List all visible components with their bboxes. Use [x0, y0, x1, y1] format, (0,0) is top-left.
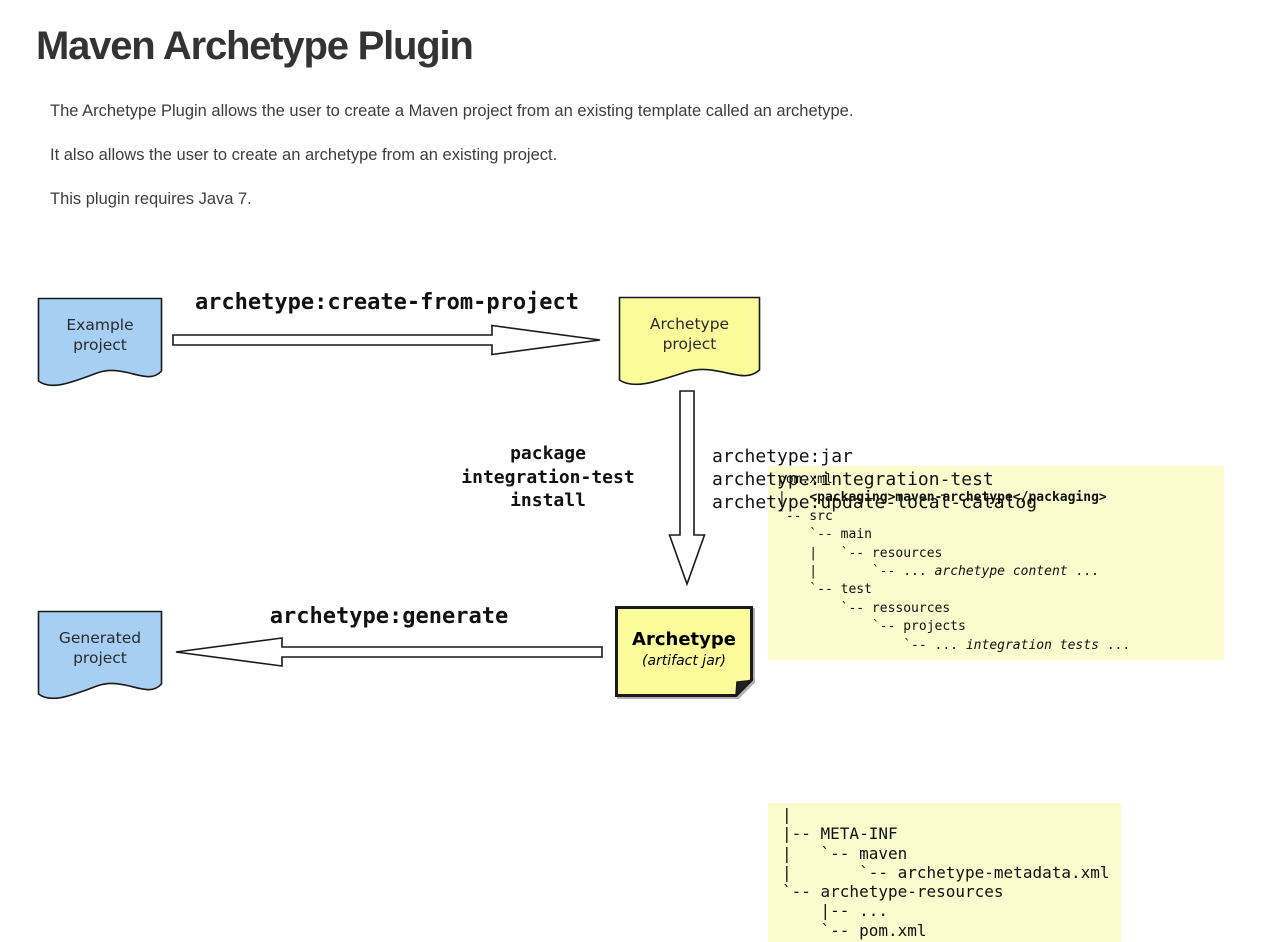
- note-shape: [615, 606, 754, 698]
- artifact-subtitle: (artifact jar): [641, 653, 726, 669]
- tree-line: | `-- archetype-metadata.xml: [782, 862, 1110, 882]
- phase-label: package: [510, 443, 586, 464]
- tree-line: `-- ressources: [778, 600, 951, 616]
- intro-paragraph: The Archetype Plugin allows the user to …: [50, 102, 854, 120]
- archetype-jar-structure-block: ||-- META-INF| `-- maven| `-- archetype-…: [768, 803, 1121, 942]
- node-label: Generated project: [37, 610, 163, 686]
- document-shape: [37, 297, 163, 387]
- archetype-goals: archetype:jar archetype:integration-test…: [712, 445, 1037, 515]
- second-paragraph: It also allows the user to create an arc…: [50, 146, 558, 164]
- node-archetype-artifact: Archetype (artifact jar): [614, 605, 754, 700]
- lifecycle-phases: package integration-test install: [388, 442, 708, 513]
- label-generate: archetype:generate: [269, 604, 509, 629]
- tree-line: `-- projects: [778, 619, 966, 635]
- phase-label: install: [510, 490, 586, 511]
- node-generated-project: Generated project: [37, 610, 163, 703]
- tree-line: `-- archetype-resources: [782, 882, 1004, 902]
- tree-line: | `-- resources: [778, 545, 943, 561]
- tree-line: `-- main: [778, 527, 872, 543]
- tree-line: `-- src: [778, 508, 833, 524]
- document-shape: [37, 610, 163, 700]
- tree-line: pom.xml: [778, 472, 833, 487]
- page-title: Maven Archetype Plugin: [36, 24, 474, 68]
- goal-label: archetype:jar: [712, 446, 853, 467]
- node-label-line: project: [73, 649, 127, 667]
- goal-label: archetype:integration-test: [712, 469, 994, 491]
- node-label-line: project: [73, 336, 127, 354]
- tree-line: `-- pom.xml: [782, 920, 927, 940]
- tree-line: |-- ...: [782, 901, 888, 921]
- arrow-right-icon: [172, 324, 601, 356]
- label-create-from-project: archetype:create-from-project: [194, 290, 580, 315]
- tree-line: | <packaging>maven-archetype</packaging>: [778, 490, 1107, 506]
- node-label-line: Example: [66, 316, 134, 334]
- archetype-project-structure-block: pom.xml | <packaging>maven-archetype</pac…: [768, 466, 1224, 660]
- node-label-line: Archetype: [649, 315, 730, 333]
- node-label: Example project: [37, 297, 163, 373]
- java-requirement-paragraph: This plugin requires Java 7.: [50, 190, 252, 208]
- node-label-line: project: [662, 335, 717, 353]
- tree-line: |: [782, 805, 792, 824]
- node-label: Archetype (artifact jar): [614, 605, 754, 693]
- arrow-down-icon: [668, 390, 706, 586]
- node-example-project: Example project: [37, 297, 163, 390]
- tree-line: `-- test: [778, 582, 872, 598]
- document-shape: [618, 296, 761, 386]
- tree-line: | `-- maven: [782, 843, 908, 863]
- tree-line: `-- ... integration tests ...: [778, 637, 1131, 653]
- artifact-title: Archetype: [632, 629, 736, 650]
- tree-line: | `-- ... archetype content ...: [778, 564, 1099, 580]
- goal-label: archetype:update-local-catalog: [712, 492, 1038, 514]
- arrow-left-icon: [175, 637, 603, 667]
- phase-label: integration-test: [461, 466, 635, 488]
- workflow-diagram: Example project archetype:create-from-pr…: [0, 230, 1266, 942]
- node-archetype-project: Archetype project: [618, 296, 761, 389]
- tree-line: |-- META-INF: [782, 824, 898, 844]
- node-label-line: Generated: [58, 629, 142, 647]
- node-label: Archetype project: [618, 296, 761, 372]
